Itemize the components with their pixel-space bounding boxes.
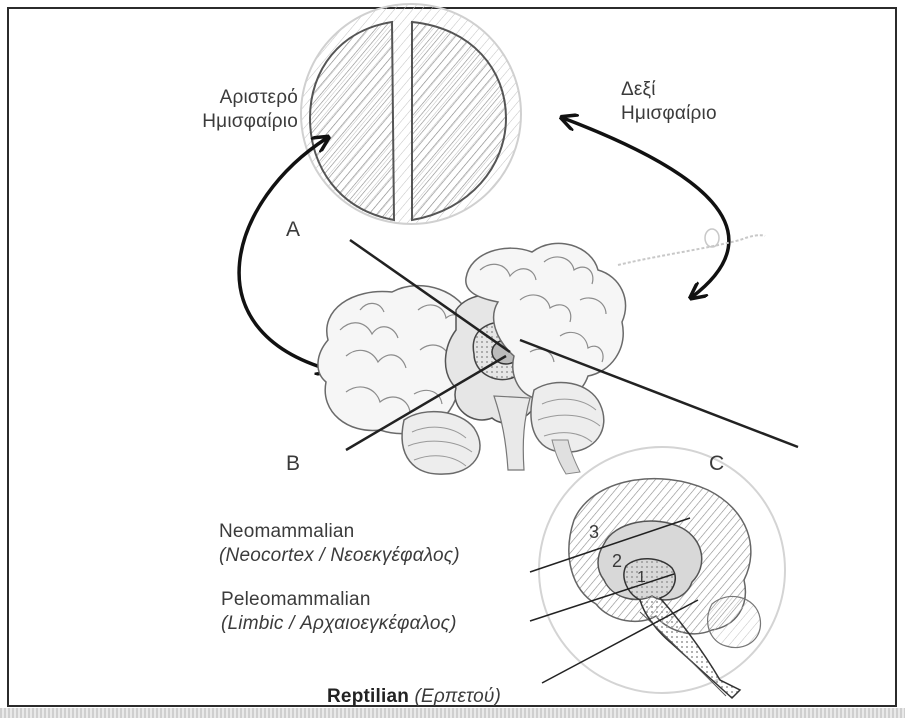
layer-number-3: 3	[589, 522, 599, 543]
reptilian-label: Reptilian (Ερπετού)	[327, 685, 501, 709]
paleomammalian-label: Peleomammalian (Limbic / Αρχαιοεγκέφαλος…	[221, 588, 457, 636]
paleomammalian-title: Peleomammalian	[221, 588, 457, 612]
neomammalian-subtitle: (Neocortex / Νεοεκγέφαλος)	[219, 544, 460, 568]
left-hemisphere-label-line2: Ημισφαίριο	[178, 110, 298, 134]
bottom-edge-band	[0, 708, 905, 718]
neomammalian-title: Neomammalian	[219, 520, 460, 544]
reptilian-subtitle: (Ερπετού)	[415, 686, 502, 707]
reptilian-title: Reptilian	[327, 686, 409, 707]
right-hemisphere-label-line2: Ημισφαίριο	[621, 102, 761, 126]
triune-brain-inset	[539, 447, 785, 698]
right-hemisphere-label-line1: Δεξί	[621, 78, 761, 102]
label-c: C	[709, 452, 724, 476]
left-hemisphere-label: Αριστερό Ημισφαίριο	[178, 86, 298, 134]
hemisphere-circle	[301, 4, 521, 224]
left-double-arrow	[239, 138, 330, 370]
layer-number-2: 2	[612, 551, 622, 572]
faint-pointer-line	[618, 235, 765, 265]
left-hemisphere-label-line1: Αριστερό	[178, 86, 298, 110]
label-a: A	[286, 218, 300, 242]
right-hemisphere-label: Δεξί Ημισφαίριο	[621, 78, 761, 126]
paleomammalian-subtitle: (Limbic / Αρχαιοεγκέφαλος)	[221, 612, 457, 636]
layer-number-1: 1	[637, 569, 646, 587]
label-b: B	[286, 452, 300, 476]
neomammalian-label: Neomammalian (Neocortex / Νεοεκγέφαλος)	[219, 520, 460, 568]
